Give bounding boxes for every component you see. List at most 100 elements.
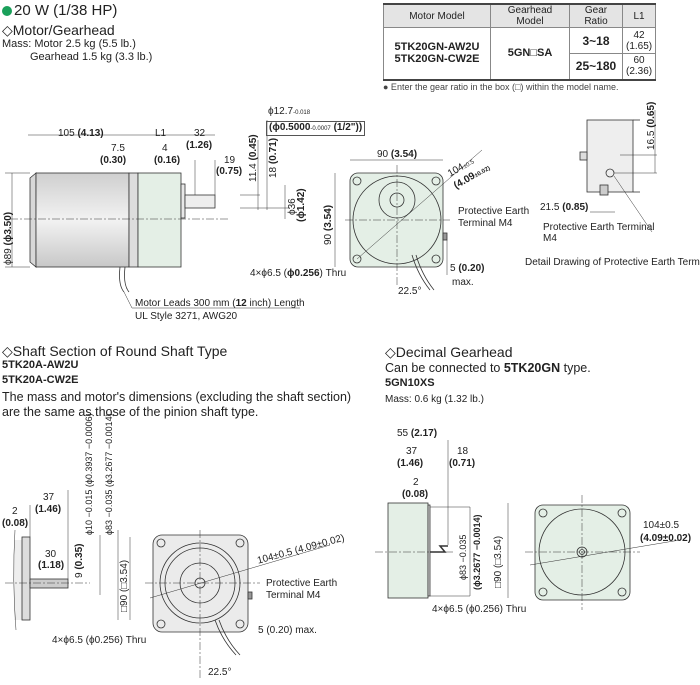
dim: 5 xyxy=(450,263,456,274)
gear-ratio: 3~18 xyxy=(569,27,623,54)
dim: L1 xyxy=(155,128,167,139)
dim: (0.45) xyxy=(248,134,259,161)
decimal-gearhead-front-view xyxy=(525,495,681,610)
dim: max. xyxy=(452,277,474,288)
dim: 37 xyxy=(406,446,418,457)
dim: 9 xyxy=(74,572,85,578)
round-shaft-side-view xyxy=(5,490,131,631)
dim: 32 xyxy=(194,128,206,139)
dim: (4.13) xyxy=(77,128,104,139)
dim: □90 (□3.54) xyxy=(119,559,130,612)
leads-style: UL Style 3271, AWG20 xyxy=(135,311,238,322)
gear-ratio: 25~180 xyxy=(569,53,623,80)
dim: (0.35) xyxy=(74,543,85,570)
connect-text-part: type. xyxy=(560,361,591,375)
table-note: ● Enter the gear ratio in the box (□) wi… xyxy=(383,82,619,92)
dim: 37 xyxy=(43,492,55,503)
l1-cell: 60(2.36) xyxy=(621,53,657,80)
shaft-frac: (1/2")) xyxy=(333,122,363,133)
dim: 55 xyxy=(397,428,409,439)
dim: 104±0.5 xyxy=(643,520,680,531)
dim: (0.71) xyxy=(449,458,476,469)
dim: 30 xyxy=(45,549,57,560)
dim: 18 xyxy=(457,446,469,457)
dim: (1.46) xyxy=(397,458,424,469)
dim: (3.54) xyxy=(390,149,418,160)
dim: (3.54) xyxy=(323,204,334,232)
model: 5GN10XS xyxy=(385,377,435,389)
round-shaft-front-view xyxy=(145,530,331,680)
dim: (0.16) xyxy=(154,155,181,166)
dim: 5 (0.20) max. xyxy=(258,625,317,636)
dim: 2 xyxy=(413,477,419,488)
l1-in: (1.65) xyxy=(626,40,653,52)
dim: 21.5 xyxy=(540,202,560,213)
description: The mass and motor's dimensions (excludi… xyxy=(2,390,352,404)
l1-cell: 42(1.65) xyxy=(621,27,657,54)
pilot-dia: ϕ83 −0.035 (ϕ3.2677 −0.0014) xyxy=(104,413,114,535)
dim: (0.30) xyxy=(100,155,127,166)
holes: 4×ϕ6.5 ( xyxy=(250,268,288,279)
dim: (ϕ1.42) xyxy=(296,188,307,222)
mass: Mass: 0.6 kg (1.32 lb.) xyxy=(385,394,484,405)
dim: (1.18) xyxy=(38,560,65,571)
pilot-dia: ϕ83 −0.035 xyxy=(458,534,468,580)
earth-terminal-detail xyxy=(579,110,657,233)
shaft-dia: ϕ12.7 xyxy=(268,106,294,117)
dim: (0.65) xyxy=(646,101,657,128)
gearhead-model: 5GN□SA xyxy=(490,27,570,80)
power-title: 20 W (1/38 HP) xyxy=(14,2,118,19)
section-title-round-shaft: ◇Shaft Section of Round Shaft Type xyxy=(2,343,228,359)
status-dot-icon xyxy=(2,6,12,16)
pe-label: Terminal M4 xyxy=(266,590,321,601)
dim: ϕ89 xyxy=(3,248,14,265)
description: are the same as those of the pinion shaf… xyxy=(2,405,259,419)
pe-label: Protective Earth Terminal xyxy=(543,222,655,233)
connect-model: 5TK20GN xyxy=(503,361,561,375)
motor-model: 5TK20GN-AW2U xyxy=(394,41,480,54)
power-heading: 20 W (1/38 HP) xyxy=(2,2,117,19)
pilot-dia: (ϕ3.2677 −0.0014) xyxy=(472,514,482,590)
pe-label: M4 xyxy=(543,233,557,244)
col-gearhead-model: Gearhead Model xyxy=(490,3,570,28)
tolerance: -0.0007 xyxy=(310,126,331,132)
leads-label: inch) Length xyxy=(246,298,305,309)
dim: (0.71) xyxy=(268,137,279,165)
l1-mm: 42 xyxy=(633,29,645,41)
connect-text-part: Can be connected to xyxy=(385,361,504,375)
dim: (1.26) xyxy=(186,140,213,151)
detail-caption: Detail Drawing of Protective Earth Termi… xyxy=(525,257,700,268)
dim: (0.08) xyxy=(402,489,429,500)
dim: (0.20) xyxy=(458,263,485,274)
section-title-decimal: ◇Decimal Gearhead xyxy=(385,344,513,360)
dim: 90 xyxy=(377,149,389,160)
dim: (1.46) xyxy=(35,504,62,515)
leads-label: Motor Leads 300 mm ( xyxy=(135,298,236,309)
dim: 18 xyxy=(268,166,279,178)
dim: (0.75) xyxy=(216,166,243,177)
shaft-dia: ϕ10 −0.015 (ϕ0.3937 −0.0006) xyxy=(84,413,94,535)
col-l1: L1 xyxy=(621,3,657,28)
motor-model: 5TK20GN-CW2E xyxy=(394,53,480,66)
holes: ϕ0.256 xyxy=(287,268,320,279)
dim: □90 (□3.54) xyxy=(493,535,504,588)
dim: (ϕ3.50) xyxy=(3,211,14,246)
dim: 105 xyxy=(58,128,75,139)
decimal-gearhead-side-view xyxy=(375,440,509,599)
motor-side-view xyxy=(5,120,300,309)
leads-length: 12 xyxy=(235,298,247,309)
dim: 90 xyxy=(323,233,334,245)
dim: 2 xyxy=(12,506,18,517)
connect-text: Can be connected to 5TK20GN type. xyxy=(385,361,591,376)
pe-label: Protective Earth xyxy=(266,578,338,589)
mass-motor: Mass: Motor 2.5 kg (5.5 lb.) xyxy=(2,38,136,50)
dim: 19 xyxy=(224,155,236,166)
dim: (0.08) xyxy=(2,518,29,529)
l1-mm: 60 xyxy=(633,55,645,67)
angle: 22.5° xyxy=(398,286,422,297)
section-title-motor-gearhead: ◇Motor/Gearhead xyxy=(2,22,115,38)
